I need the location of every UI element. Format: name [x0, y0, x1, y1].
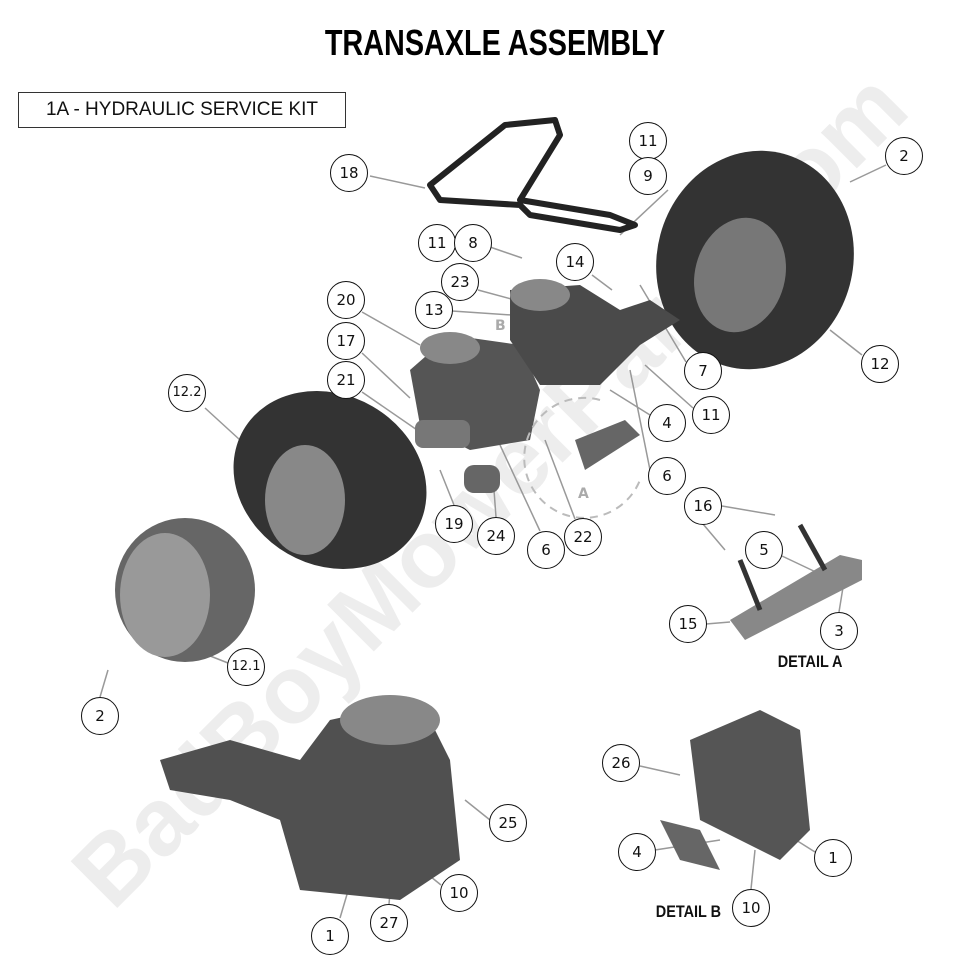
callout-part-6[interactable]: 6: [648, 457, 686, 495]
callout-part-11[interactable]: 11: [629, 122, 667, 160]
callout-part-11[interactable]: 11: [418, 224, 456, 262]
callout-part-7[interactable]: 7: [684, 352, 722, 390]
callout-part-5[interactable]: 5: [745, 531, 783, 569]
callout-part-10[interactable]: 10: [440, 874, 478, 912]
callout-part-12-1[interactable]: 12.1: [227, 648, 265, 686]
callout-part-21[interactable]: 21: [327, 361, 365, 399]
page-title: TRANSAXLE ASSEMBLY: [324, 22, 666, 63]
callout-part-20[interactable]: 20: [327, 281, 365, 319]
callout-part-27[interactable]: 27: [370, 904, 408, 942]
callout-part-19[interactable]: 19: [435, 505, 473, 543]
callout-part-4[interactable]: 4: [618, 833, 656, 871]
callout-part-12[interactable]: 12: [861, 345, 899, 383]
callout-part-9[interactable]: 9: [629, 157, 667, 195]
callout-part-10[interactable]: 10: [732, 889, 770, 927]
callout-part-6[interactable]: 6: [527, 531, 565, 569]
callout-part-15[interactable]: 15: [669, 605, 707, 643]
callout-part-23[interactable]: 23: [441, 263, 479, 301]
callout-part-22[interactable]: 22: [564, 518, 602, 556]
callout-part-18[interactable]: 18: [330, 154, 368, 192]
hydraulic-service-kit-label[interactable]: 1A - HYDRAULIC SERVICE KIT: [18, 92, 346, 128]
callout-part-8[interactable]: 8: [454, 224, 492, 262]
callout-part-17[interactable]: 17: [327, 322, 365, 360]
callout-part-1[interactable]: 1: [311, 917, 349, 955]
callout-part-3[interactable]: 3: [820, 612, 858, 650]
callout-part-1[interactable]: 1: [814, 839, 852, 877]
callout-part-26[interactable]: 26: [602, 744, 640, 782]
callout-part-25[interactable]: 25: [489, 804, 527, 842]
view-marker-b: B: [495, 318, 506, 334]
detail-a-label: DETAIL A: [777, 652, 843, 671]
callout-part-24[interactable]: 24: [477, 517, 515, 555]
callout-part-16[interactable]: 16: [684, 487, 722, 525]
callout-part-12-2[interactable]: 12.2: [168, 374, 206, 412]
callout-part-2[interactable]: 2: [885, 137, 923, 175]
detail-b-label: DETAIL B: [655, 902, 722, 921]
callout-part-2[interactable]: 2: [81, 697, 119, 735]
view-marker-a: A: [578, 486, 589, 502]
callout-part-11[interactable]: 11: [692, 396, 730, 434]
callout-part-13[interactable]: 13: [415, 291, 453, 329]
callout-part-14[interactable]: 14: [556, 243, 594, 281]
callout-part-4[interactable]: 4: [648, 404, 686, 442]
